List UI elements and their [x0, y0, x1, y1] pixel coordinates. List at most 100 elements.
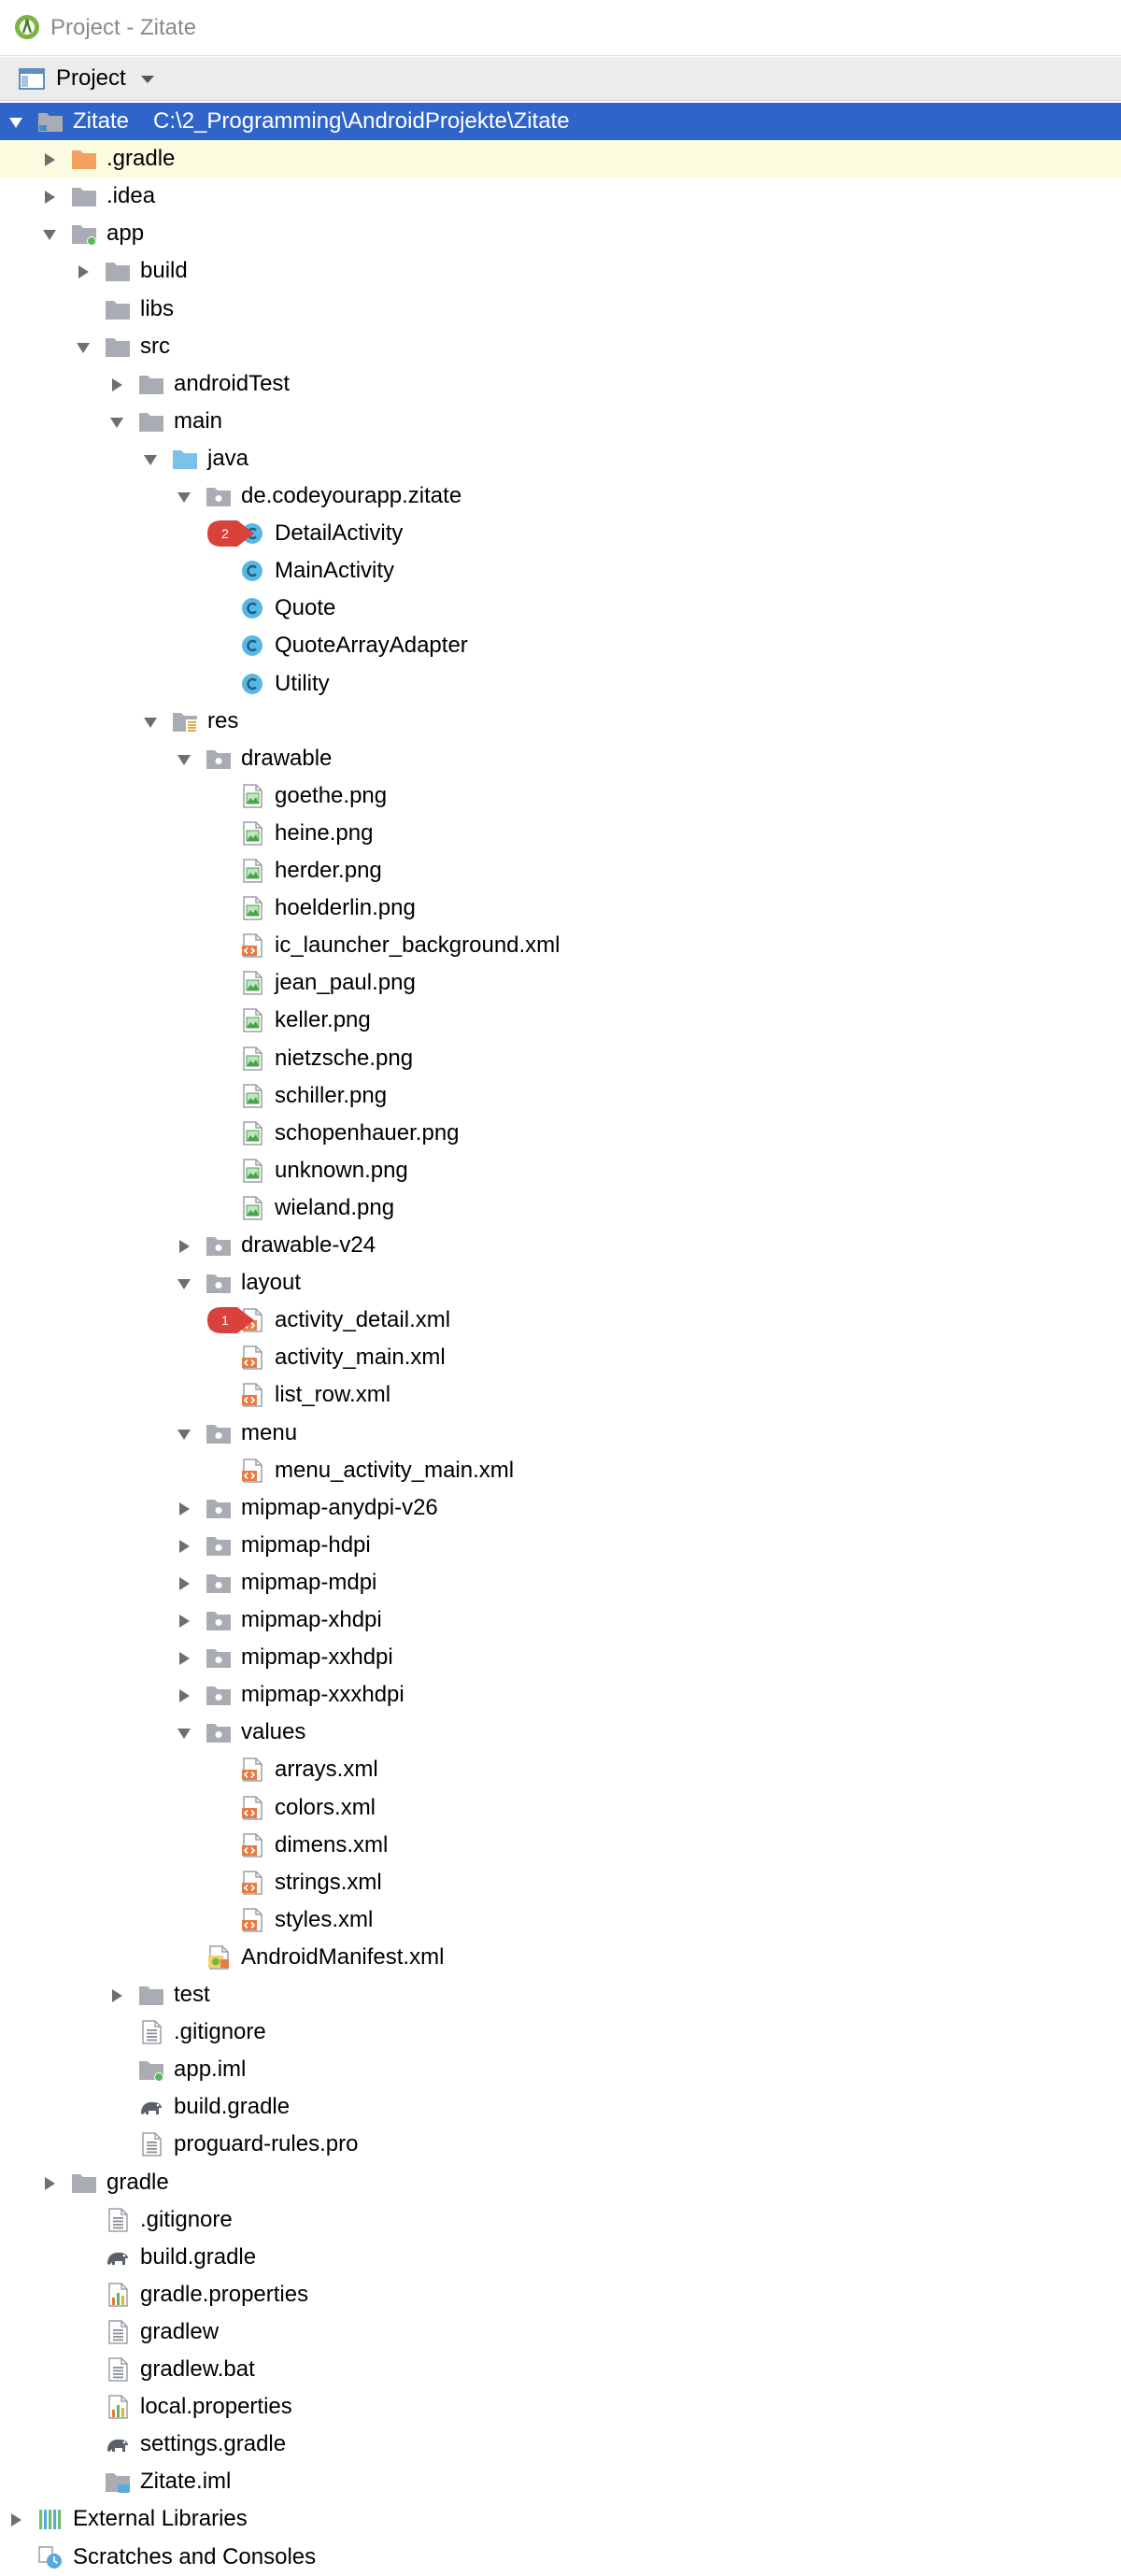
tree-row[interactable]: gradle.properties [0, 2276, 1121, 2313]
chevron-down-icon[interactable] [75, 339, 92, 356]
tree-row[interactable]: app [0, 215, 1121, 252]
chevron-right-icon[interactable] [108, 377, 125, 393]
tree-row[interactable]: ic_launcher_background.xml [0, 927, 1121, 964]
chevron-down-icon[interactable] [142, 714, 159, 731]
chevron-right-icon[interactable] [75, 263, 92, 280]
tree-row[interactable]: herder.png [0, 852, 1121, 890]
tree-row[interactable]: src [0, 328, 1121, 365]
tree-row[interactable]: nietzsche.png [0, 1040, 1121, 1077]
chevron-right-icon[interactable] [41, 189, 58, 206]
tree-row[interactable]: keller.png [0, 1002, 1121, 1039]
tree-row[interactable]: mipmap-xhdpi [0, 1601, 1121, 1639]
tree-row[interactable]: dimens.xml [0, 1827, 1121, 1864]
tree-row[interactable]: menu [0, 1415, 1121, 1452]
chevron-down-icon[interactable] [108, 414, 125, 431]
tree-row[interactable]: gradlew.bat [0, 2351, 1121, 2388]
tree-row[interactable]: mipmap-mdpi [0, 1564, 1121, 1601]
project-view-selector[interactable]: Project [56, 65, 126, 91]
tree-row[interactable]: main [0, 403, 1121, 440]
tree-row[interactable]: AndroidManifest.xml [0, 1939, 1121, 1976]
tree-row[interactable]: build [0, 252, 1121, 290]
tree-row[interactable]: Zitate.iml [0, 2463, 1121, 2500]
tree-row[interactable]: colors.xml [0, 1789, 1121, 1827]
tree-row[interactable]: mipmap-hdpi [0, 1527, 1121, 1564]
tree-row[interactable]: wieland.png [0, 1189, 1121, 1227]
tree-row[interactable]: menu_activity_main.xml [0, 1452, 1121, 1489]
tree-row[interactable]: androidTest [0, 365, 1121, 403]
tree-row[interactable]: drawable-v24 [0, 1227, 1121, 1264]
tree-row[interactable]: strings.xml [0, 1864, 1121, 1901]
tree-row[interactable]: unknown.png [0, 1152, 1121, 1189]
tree-row[interactable]: External Libraries [0, 2500, 1121, 2538]
chevron-right-icon[interactable] [41, 151, 58, 168]
chevron-right-icon[interactable] [108, 1987, 125, 2004]
chevron-down-icon[interactable] [142, 451, 159, 468]
tree-row[interactable]: mipmap-xxhdpi [0, 1639, 1121, 1676]
tree-row[interactable]: build.gradle [0, 2239, 1121, 2276]
tree-row[interactable]: test [0, 1976, 1121, 2014]
chevron-right-icon[interactable] [176, 1650, 192, 1667]
tree-row[interactable]: values [0, 1714, 1121, 1751]
chevron-right-icon[interactable] [7, 2512, 24, 2528]
tree-row[interactable]: Scratches and Consoles [0, 2539, 1121, 2576]
tree-row[interactable]: libs [0, 291, 1121, 328]
tree-row[interactable]: arrays.xml [0, 1751, 1121, 1788]
chevron-right-icon[interactable] [176, 1687, 192, 1704]
tree-row[interactable]: hoelderlin.png [0, 890, 1121, 927]
tree-row[interactable]: res [0, 703, 1121, 740]
tree-row[interactable]: mipmap-anydpi-v26 [0, 1489, 1121, 1527]
xml-file-icon [242, 1795, 263, 1820]
tree-row[interactable]: gradlew [0, 2313, 1121, 2351]
chevron-down-icon[interactable] [7, 114, 24, 131]
tree-row[interactable]: Utility [0, 665, 1121, 703]
tree-row[interactable]: local.properties [0, 2388, 1121, 2426]
chevron-down-icon[interactable] [176, 489, 192, 505]
tree-row-label: gradlew.bat [140, 2356, 255, 2383]
chevron-down-icon[interactable] [176, 1426, 192, 1443]
tree-row[interactable]: build.gradle [0, 2088, 1121, 2126]
chevron-right-icon[interactable] [176, 1238, 192, 1255]
xml-file-icon [242, 1758, 263, 1783]
tree-row[interactable]: heine.png [0, 815, 1121, 852]
tree-row[interactable]: .gradle [0, 140, 1121, 178]
tree-row[interactable]: goethe.png [0, 777, 1121, 815]
tree-row[interactable]: java [0, 440, 1121, 477]
tree-row[interactable]: schopenhauer.png [0, 1115, 1121, 1152]
chevron-down-icon[interactable] [140, 75, 155, 84]
chevron-right-icon[interactable] [41, 2175, 58, 2192]
tree-row[interactable]: gradle [0, 2164, 1121, 2201]
tree-row[interactable]: styles.xml [0, 1901, 1121, 1939]
chevron-right-icon[interactable] [176, 1575, 192, 1592]
chevron-down-icon[interactable] [176, 1725, 192, 1742]
tree-row[interactable]: layout [0, 1264, 1121, 1302]
tree-row[interactable]: schiller.png [0, 1077, 1121, 1115]
tree-row[interactable]: drawable [0, 740, 1121, 777]
chevron-down-icon[interactable] [176, 751, 192, 768]
tree-row[interactable]: mipmap-xxxhdpi [0, 1676, 1121, 1714]
tree-row[interactable]: app.iml [0, 2051, 1121, 2088]
scratches-icon [38, 2545, 62, 2569]
package-folder-icon [206, 1237, 231, 1256]
chevron-right-icon[interactable] [176, 1501, 192, 1517]
tree-row[interactable]: activity_main.xml [0, 1339, 1121, 1376]
chevron-down-icon[interactable] [41, 226, 58, 243]
tree-row[interactable]: QuoteArrayAdapter [0, 627, 1121, 664]
tree-row[interactable]: jean_paul.png [0, 964, 1121, 1002]
tree-row[interactable]: .idea [0, 178, 1121, 215]
chevron-right-icon[interactable] [176, 1613, 192, 1630]
tree-row[interactable]: .gitignore [0, 2201, 1121, 2239]
tree-row[interactable]: list_row.xml [0, 1376, 1121, 1414]
tree-row-label: src [140, 334, 170, 360]
svg-text:1: 1 [221, 1313, 229, 1328]
chevron-right-icon[interactable] [176, 1538, 192, 1555]
tree-row[interactable]: proguard-rules.pro [0, 2126, 1121, 2163]
tree-row[interactable]: Quote [0, 590, 1121, 627]
tree-row[interactable]: .gitignore [0, 2014, 1121, 2051]
chevron-down-icon[interactable] [176, 1275, 192, 1292]
tree-row[interactable]: MainActivity [0, 552, 1121, 590]
tree-row[interactable]: settings.gradle [0, 2426, 1121, 2463]
tree-row[interactable]: de.codeyourapp.zitate [0, 477, 1121, 515]
